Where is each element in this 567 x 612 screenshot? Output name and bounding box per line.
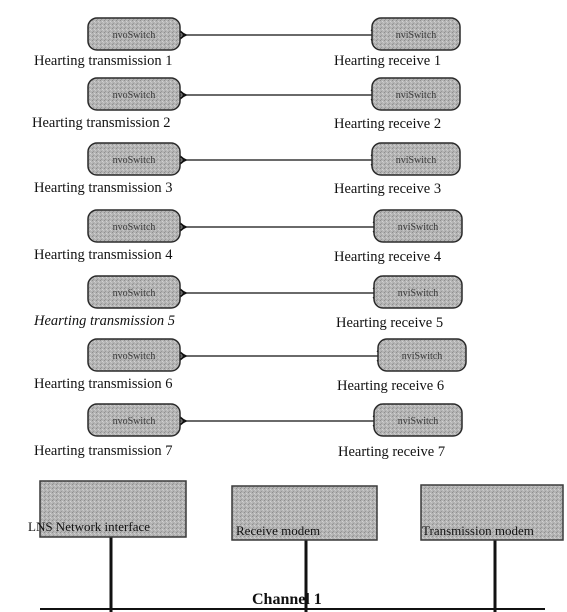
nvi-switch-label-3: nviSwitch [396,155,437,166]
channel-label: Channel 1 [252,591,322,608]
transmission-caption-5: Hearting transmission 5 [33,313,175,329]
nvo-switch-label-4: nvoSwitch [113,222,156,233]
nvi-switch-node-7[interactable] [373,403,463,437]
transmission-caption-2: Hearting transmission 2 [32,115,171,131]
switch-row-5: nvoSwitch nviSwitch Hearting transmissio… [33,275,463,331]
switch-row-2: nvoSwitch nviSwitch Hearting transmissio… [32,77,461,132]
nvo-switch-label-5: nvoSwitch [113,288,156,299]
transmission-caption-3: Hearting transmission 3 [34,180,173,196]
switch-row-1: nvoSwitch nviSwitch Hearting transmissio… [34,17,461,69]
nvo-switch-node-7[interactable] [87,403,181,437]
nvi-switch-label-6: nviSwitch [402,351,443,362]
nvo-switch-label-1: nvoSwitch [113,30,156,41]
nvi-switch-label-2: nviSwitch [396,90,437,101]
nvo-switch-node-2[interactable] [87,77,181,111]
switch-row-3: nvoSwitch nviSwitch Hearting transmissio… [34,142,461,197]
receive-modem-label: Receive modem [236,523,320,538]
nvi-switch-node-4[interactable] [373,209,463,243]
receive-caption-4: Hearting receive 4 [334,249,442,265]
nvo-switch-label-3: nvoSwitch [113,155,156,166]
receive-caption-2: Hearting receive 2 [334,116,441,132]
nvo-switch-node-5[interactable] [87,275,181,309]
nvo-switch-label-6: nvoSwitch [113,351,156,362]
switch-row-4: nvoSwitch nviSwitch Hearting transmissio… [34,209,463,265]
lns-network-interface-label: LNS Network interface [28,519,150,534]
receive-caption-3: Hearting receive 3 [334,181,441,197]
transmission-caption-1: Hearting transmission 1 [34,53,173,69]
nvo-switch-node-1[interactable] [87,17,181,51]
receive-modem-box[interactable] [231,485,378,541]
receive-caption-7: Hearting receive 7 [338,444,445,460]
transmission-modem-box[interactable] [420,484,564,541]
receive-caption-5: Hearting receive 5 [336,315,443,331]
nvo-switch-label-7: nvoSwitch [113,416,156,427]
nvi-switch-label-4: nviSwitch [398,222,439,233]
nvi-switch-node-6[interactable] [377,338,467,372]
receive-caption-6: Hearting receive 6 [337,378,444,394]
transmission-modem-label: Transmission modem [422,523,534,538]
nvo-switch-node-3[interactable] [87,142,181,176]
nvi-switch-label-1: nviSwitch [396,30,437,41]
nvi-switch-node-1[interactable] [371,17,461,51]
nvo-switch-node-4[interactable] [87,209,181,243]
nvi-switch-node-3[interactable] [371,142,461,176]
nvi-switch-label-5: nviSwitch [398,288,439,299]
receive-caption-1: Hearting receive 1 [334,53,441,69]
lns-network-interface-box[interactable] [39,480,187,538]
network-section: LNS Network interface Receive modem Tran… [28,480,564,612]
transmission-caption-7: Hearting transmission 7 [34,443,173,459]
transmission-caption-6: Hearting transmission 6 [34,376,173,392]
switch-row-6: nvoSwitch nviSwitch Hearting transmissio… [34,338,467,394]
nvi-switch-node-5[interactable] [373,275,463,309]
nvi-switch-label-7: nviSwitch [398,416,439,427]
transmission-caption-4: Hearting transmission 4 [34,247,173,263]
nvi-switch-node-2[interactable] [371,77,461,111]
switch-row-7: nvoSwitch nviSwitch Hearting transmissio… [34,403,463,460]
nvo-switch-node-6[interactable] [87,338,181,372]
nvo-switch-label-2: nvoSwitch [113,90,156,101]
